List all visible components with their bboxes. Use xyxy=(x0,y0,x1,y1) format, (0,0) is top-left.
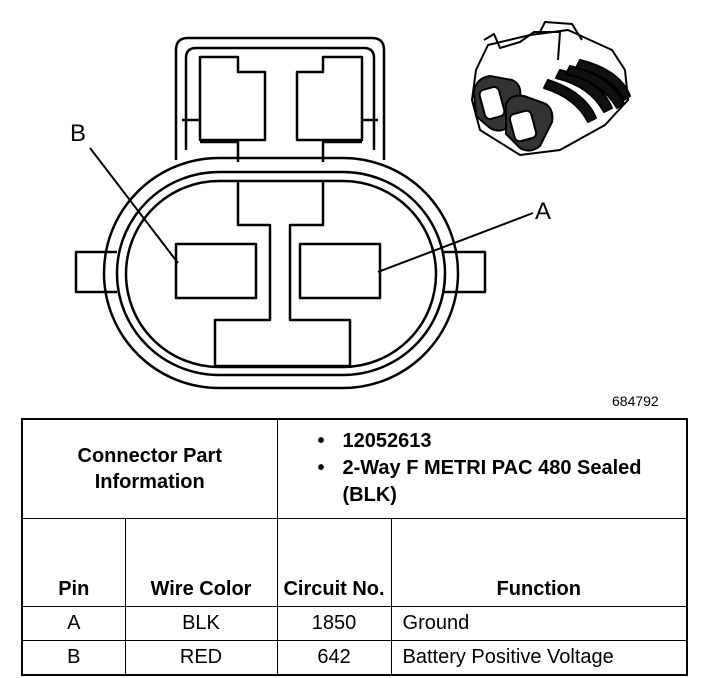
bullet-icon: • xyxy=(317,430,325,452)
pin-b-leader xyxy=(89,147,179,264)
part-number-item: • 12052613 xyxy=(318,428,687,455)
right-ear xyxy=(444,250,487,294)
function-cell: Battery Positive Voltage xyxy=(390,640,688,676)
column-header-row: Pin Wire Color Circuit No. Function xyxy=(21,518,688,607)
connector-outer-shell xyxy=(102,156,460,390)
connector-seal-ring xyxy=(115,170,447,377)
pin-a-label: A xyxy=(535,198,552,225)
pin-a-cavity xyxy=(298,242,382,300)
part-description: 2-Way F METRI PAC 480 Sealed (BLK) xyxy=(342,457,642,506)
pin-a-leader xyxy=(377,212,534,273)
connector-face-drawing xyxy=(74,21,631,390)
figure-number: 684792 xyxy=(612,393,659,409)
connector-part-info-label: Connector Part Information xyxy=(21,418,278,519)
pin-cell: B xyxy=(21,640,126,676)
column-header-wire-color: Wire Color xyxy=(124,518,278,607)
locking-tab xyxy=(174,36,386,162)
connector-part-info-row: Connector Part Information • 12052613 • 2-… xyxy=(21,418,688,519)
connector-info-table: Connector Part Information • 12052613 • 2-… xyxy=(21,418,689,676)
column-header-function: Function xyxy=(390,518,688,607)
part-number: 12052613 xyxy=(342,430,432,452)
table-row: B RED 642 Battery Positive Voltage xyxy=(21,640,688,676)
circuit-cell: 642 xyxy=(276,640,392,676)
connector-part-info-values: • 12052613 • 2-Way F METRI PAC 480 Sealed … xyxy=(276,418,688,519)
left-ear xyxy=(74,250,117,294)
circuit-cell: 1850 xyxy=(276,606,392,641)
connector-inner-face xyxy=(124,179,438,369)
wire-color-cell: RED xyxy=(124,640,278,676)
keying-rib xyxy=(213,182,352,368)
pin-b-label: B xyxy=(70,120,87,147)
pin-cell: A xyxy=(21,606,126,641)
part-description-item: • 2-Way F METRI PAC 480 Sealed (BLK) xyxy=(318,455,687,509)
table-row: A BLK 1850 Ground xyxy=(21,606,688,641)
bullet-icon: • xyxy=(317,457,325,479)
column-header-circuit: Circuit No. xyxy=(276,518,392,607)
pin-b-cavity xyxy=(174,242,258,300)
column-header-pin: Pin xyxy=(21,518,126,607)
wire-color-cell: BLK xyxy=(124,606,278,641)
connector-isometric-view xyxy=(471,21,631,156)
function-cell: Ground xyxy=(390,606,688,641)
